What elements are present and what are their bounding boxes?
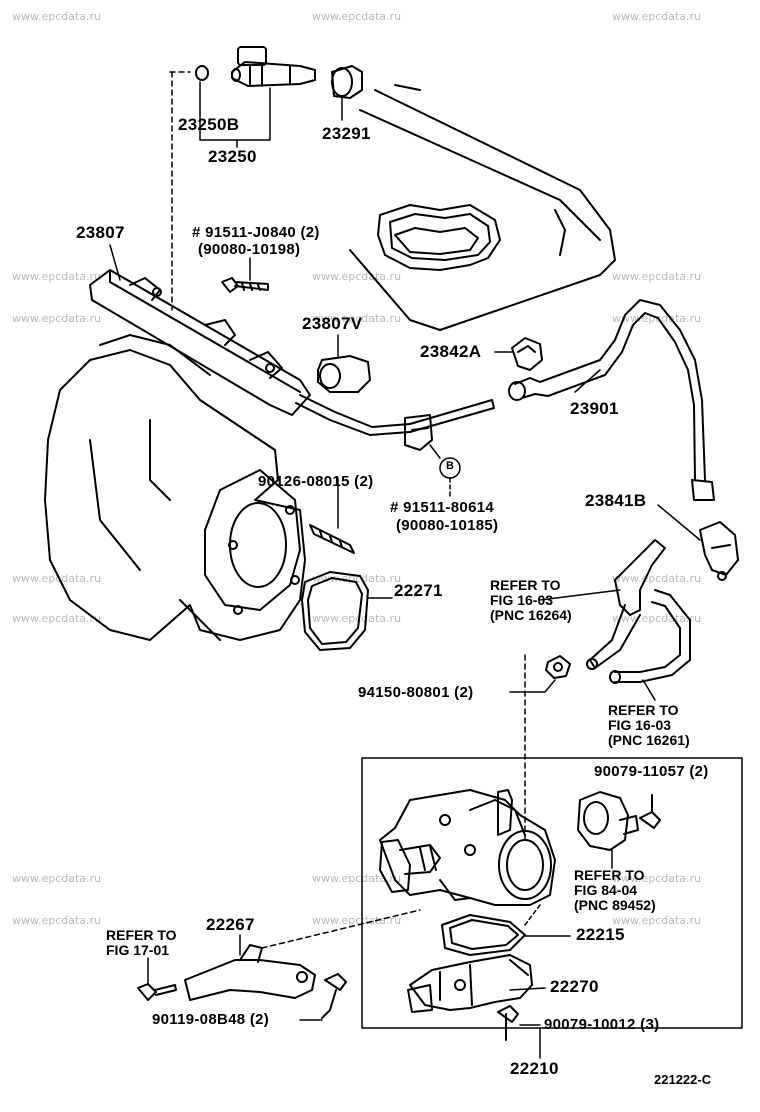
watermark: www.epcdata.ru xyxy=(612,270,702,283)
figure-code: 221222-C xyxy=(654,1072,712,1087)
watermark: www.epcdata.ru xyxy=(12,270,102,283)
refer-to-fig-17-01: REFER TO FIG 17-01 xyxy=(106,927,177,958)
watermark: www.epcdata.ru xyxy=(312,872,402,885)
watermark: www.epcdata.ru xyxy=(612,914,702,927)
label-23250: 23250 xyxy=(208,147,257,166)
label-stud-90126-08015: 90126-08015 (2) xyxy=(258,473,374,490)
watermark: www.epcdata.ru xyxy=(12,572,102,585)
watermark: www.epcdata.ru xyxy=(312,10,402,23)
insulator-grommet xyxy=(331,65,363,99)
label-23901: 23901 xyxy=(570,399,619,418)
watermark: www.epcdata.ru xyxy=(612,612,702,625)
throttle-body xyxy=(379,789,556,906)
label-22270: 22270 xyxy=(550,977,599,996)
sensor-connector xyxy=(699,521,739,581)
gasket-small xyxy=(441,914,526,956)
watermark: www.epcdata.ru xyxy=(612,572,702,585)
watermark: www.epcdata.ru xyxy=(12,612,102,625)
watermark: www.epcdata.ru xyxy=(12,10,102,23)
label-screw-90079-11057: 90079-11057 (2) xyxy=(594,763,709,780)
label-circle-b: B xyxy=(446,460,454,472)
label-22215: 22215 xyxy=(576,925,625,944)
watermark: www.epcdata.ru xyxy=(312,612,402,625)
hose-clamp xyxy=(511,337,543,371)
label-23842A: 23842A xyxy=(420,342,482,361)
fuel-hose xyxy=(508,299,715,501)
label-23807V: 23807V xyxy=(302,314,363,333)
label-23841B: 23841B xyxy=(585,491,647,510)
fuel-tube xyxy=(404,399,495,451)
label-bolt-91511-80614: # 91511-80614 xyxy=(390,499,494,516)
watermark: www.epcdata.ru xyxy=(612,10,702,23)
bolt xyxy=(221,277,269,293)
label-bolt-91511-J0840: # 91511-J0840 (2) xyxy=(192,224,320,241)
screw xyxy=(639,794,661,829)
intake-manifold xyxy=(44,334,306,641)
label-bolt-90080-10185: (90080-10185) xyxy=(396,517,499,534)
screw xyxy=(497,1005,519,1041)
idle-air-control-valve xyxy=(407,954,533,1013)
label-nut-94150-80801: 94150-80801 (2) xyxy=(358,684,474,701)
o-ring xyxy=(195,65,209,81)
watermark: www.epcdata.ru xyxy=(312,312,402,325)
refer-to-pnc-16264: REFER TO FIG 16-03 (PNC 16264) xyxy=(490,577,572,623)
label-bolt-90119-08B48: 90119-08B48 (2) xyxy=(152,1011,270,1028)
fuel-delivery-pipe xyxy=(89,269,411,436)
stud-bolt xyxy=(309,524,355,554)
gasket xyxy=(301,571,369,651)
label-23807: 23807 xyxy=(76,223,125,242)
watermark: www.epcdata.ru xyxy=(312,572,402,585)
throttle-body-assy-box xyxy=(361,757,743,1029)
fuel-injector xyxy=(231,46,316,87)
bolt xyxy=(137,983,177,1001)
engine-cover xyxy=(349,84,616,331)
refer-to-pnc-89452: REFER TO FIG 84-04 (PNC 89452) xyxy=(574,867,656,913)
refer-to-pnc-16261: REFER TO FIG 16-03 (PNC 16261) xyxy=(608,702,690,748)
label-22210: 22210 xyxy=(510,1059,559,1078)
label-bolt-90080-10198: (90080-10198) xyxy=(198,241,301,258)
label-screw-90079-10012: 90079-10012 (3) xyxy=(544,1016,660,1033)
label-22271: 22271 xyxy=(394,581,443,600)
watermark: www.epcdata.ru xyxy=(612,872,702,885)
label-23291: 23291 xyxy=(322,124,371,143)
watermark: www.epcdata.ru xyxy=(12,312,102,325)
bolt xyxy=(321,973,347,1019)
watermark: www.epcdata.ru xyxy=(312,914,402,927)
label-23250B: 23250B xyxy=(178,115,240,134)
watermark: www.epcdata.ru xyxy=(312,270,402,283)
nut xyxy=(545,655,571,679)
bracket xyxy=(184,944,316,1001)
watermark: www.epcdata.ru xyxy=(12,872,102,885)
insulator xyxy=(317,355,371,393)
water-hose-upper xyxy=(586,539,666,670)
throttle-position-sensor xyxy=(577,791,639,851)
watermark: www.epcdata.ru xyxy=(12,914,102,927)
label-22267: 22267 xyxy=(206,915,255,934)
water-hose-lower xyxy=(609,589,691,684)
